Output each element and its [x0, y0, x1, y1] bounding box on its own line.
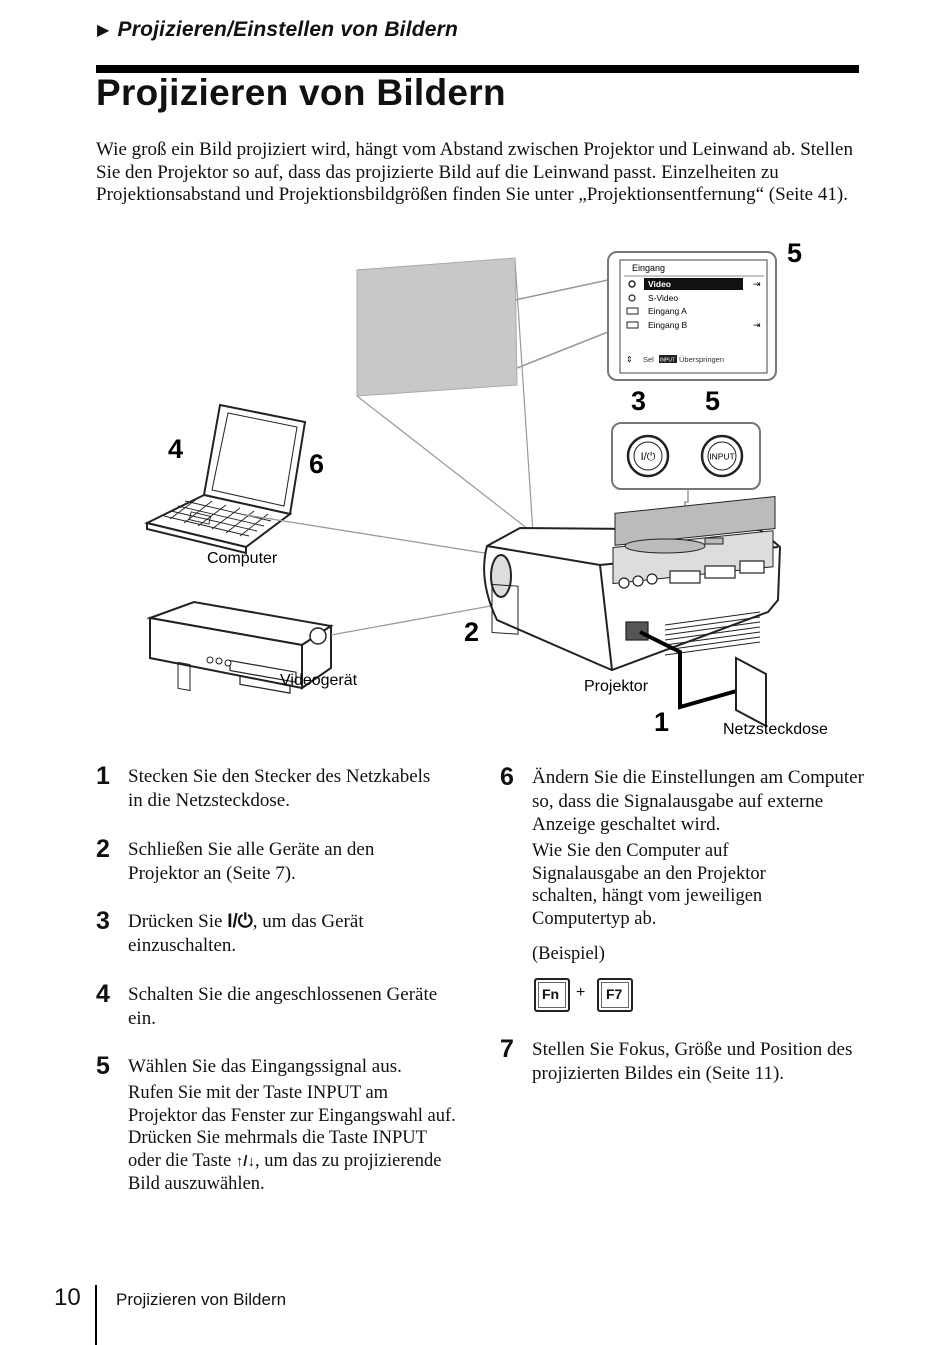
menu-item-video: Video: [648, 279, 671, 289]
fn-key: Fn: [534, 978, 570, 1012]
footer-label: Projizieren von Bildern: [116, 1290, 287, 1309]
step-number: 2: [96, 835, 110, 863]
f7-key: F7: [597, 978, 633, 1012]
arrow-keys-icon: ↑/↓: [235, 1152, 255, 1170]
step-text: Wählen Sie das Eingangssignal aus.: [128, 1056, 402, 1077]
triangle-icon: ▶: [97, 22, 110, 39]
button-panel: I/⏻ INPUT: [611, 422, 761, 490]
setup-diagram: Eingang Video ⇥ S-Video Eingang A Eingan…: [144, 240, 828, 738]
step-number: 6: [500, 763, 514, 791]
step-number: 5: [96, 1052, 110, 1080]
step-number: 3: [96, 907, 110, 935]
label-computer: Computer: [207, 550, 278, 567]
input-menu-panel: Eingang Video ⇥ S-Video Eingang A Eingan…: [607, 251, 777, 381]
title-rule: [96, 65, 859, 73]
connect-icon: ⇥: [753, 279, 761, 289]
wall-outlet: [735, 656, 767, 728]
power-symbol: I/⏻: [227, 911, 253, 932]
step-number: 1: [96, 762, 110, 790]
page-number: 10: [54, 1284, 81, 1311]
menu-item-svideo: S-Video: [648, 293, 678, 303]
menu-footer-skip: Überspringen: [679, 355, 724, 364]
label-netzsteckdose: Netzsteckdose: [723, 721, 828, 738]
video-device: [146, 600, 334, 694]
projection-screen: [356, 257, 518, 397]
label-projektor: Projektor: [584, 678, 649, 695]
callout-input: 5: [705, 386, 720, 416]
step-text: Schließen Sie alle Geräte an den Projekt…: [128, 839, 375, 884]
page-title: Projizieren von Bildern: [96, 72, 506, 113]
example-label: (Beispiel): [532, 944, 605, 964]
step-text: Stecken Sie den Stecker des Netzkabels i…: [128, 766, 431, 811]
label-videogeraet: Videogerät: [280, 672, 358, 689]
menu-item-input-b: Eingang B: [648, 320, 688, 330]
laptop-computer: [144, 403, 307, 555]
input-button-label: INPUT: [709, 452, 735, 462]
connect-icon: ⇥: [753, 320, 761, 330]
section-header: ▶ Projizieren/Einstellen von Bildern: [97, 18, 458, 42]
menu-footer-key: INPUT: [660, 358, 675, 364]
intro-paragraph: Wie groß ein Bild projiziert wird, hängt…: [96, 139, 853, 205]
menu-highlight: [644, 278, 743, 290]
callout-computer-6: 6: [309, 449, 324, 479]
power-button-label: I/⏻: [641, 451, 656, 463]
step-text: Stellen Sie Fokus, Größe und Position de…: [532, 1039, 853, 1084]
step-text: Ändern Sie die Einstellungen am Computer…: [532, 767, 864, 835]
step-number: 7: [500, 1035, 514, 1063]
power-cord: [639, 630, 741, 710]
callout-power: 3: [631, 386, 646, 416]
plus-sign: +: [576, 984, 586, 1001]
section-header-text: Projizieren/Einstellen von Bildern: [117, 18, 459, 41]
callout-outlet-1: 1: [654, 707, 669, 737]
step-detail: Wie Sie den Computer auf Signalausgabe a…: [532, 841, 766, 929]
step-text: Schalten Sie die angeschlossenen Geräte …: [128, 984, 438, 1029]
step-detail: Rufen Sie mit der Taste INPUT am Projekt…: [128, 1083, 456, 1194]
projector: [483, 495, 782, 672]
menu-title: Eingang: [632, 263, 665, 273]
step-number: 4: [96, 980, 110, 1008]
callout-video-2: 2: [464, 617, 479, 647]
footer-rule: [95, 1285, 97, 1345]
callout-menu: 5: [787, 240, 802, 268]
menu-footer-sel: Sel: [643, 355, 654, 364]
step-text: Drücken Sie I/⏻, um das Gerät einzuschal…: [128, 911, 364, 956]
callout-computer-4: 4: [168, 434, 183, 464]
menu-item-input-a: Eingang A: [648, 306, 687, 316]
updown-icon: ⇕: [626, 355, 633, 364]
